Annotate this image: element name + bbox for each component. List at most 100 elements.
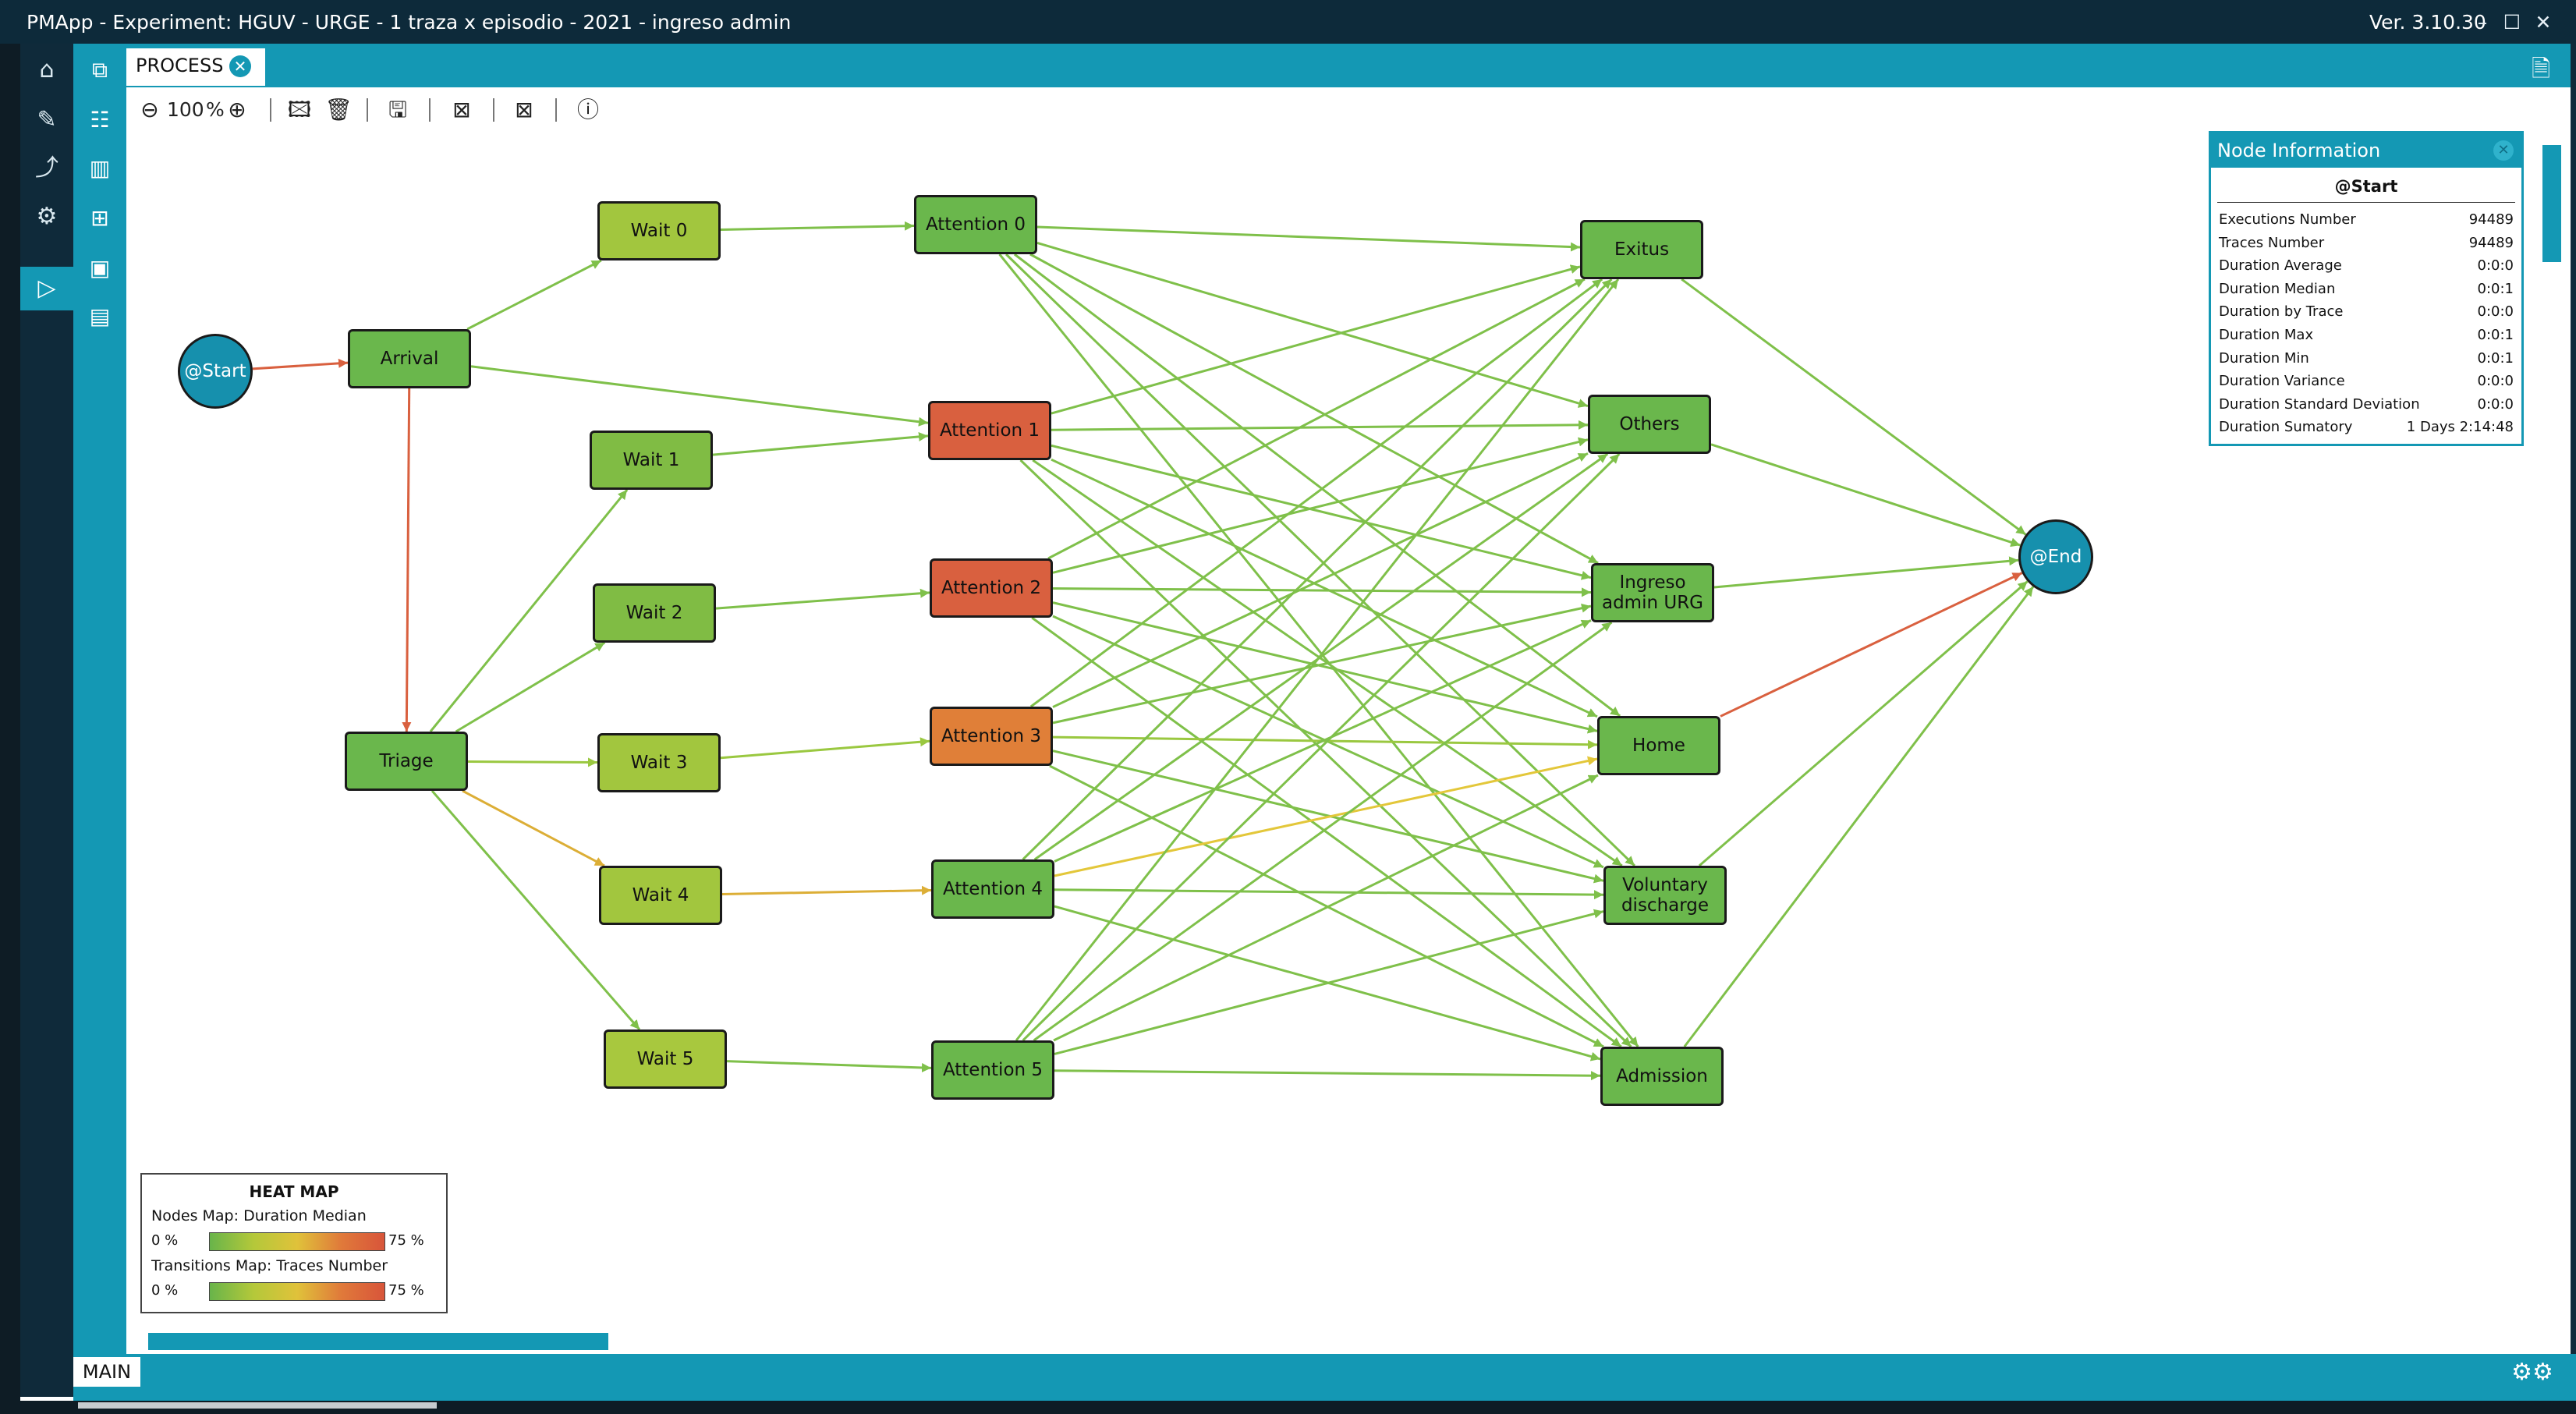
transition-wait3-att3[interactable] [720,737,930,760]
transition-ingreso-end[interactable] [1713,556,2019,589]
transition-att1-admission[interactable] [1019,459,1632,1048]
transition-att2-ingreso[interactable] [1052,587,1592,597]
transition-att4-home[interactable] [1054,756,1598,877]
tab-process[interactable]: PROCESS ✕ [126,48,265,86]
transition-start-arrival[interactable] [252,358,349,370]
gears-icon[interactable]: ⚙⚙ [2511,1359,2553,1386]
node-att2[interactable]: Attention 2 [930,558,1053,618]
image-export-icon[interactable]: 🖾 [287,97,312,122]
node-admission[interactable]: Admission [1600,1047,1724,1106]
document-settings-icon[interactable]: 🗎 [2531,55,2551,83]
transition-att3-ingreso[interactable] [1052,603,1592,725]
vertical-scrollbar[interactable] [2539,129,2564,1331]
transition-triage-wait1[interactable] [429,489,629,732]
node-others[interactable]: Others [1588,395,1711,454]
transition-home-end[interactable] [1720,572,2023,718]
node-att0[interactable]: Attention 0 [914,195,1037,254]
transition-others-end[interactable] [1710,443,2021,548]
zoom-value[interactable]: 100 [167,98,204,121]
zoom-in-icon[interactable]: ⊕ [228,97,246,122]
delete-icon[interactable]: 🗑 [324,97,353,122]
transition-att0-home[interactable] [1013,253,1621,718]
transition-wait4-att4[interactable] [721,885,932,896]
transition-att1-others[interactable] [1051,420,1589,431]
transition-att0-ingreso[interactable] [1029,253,1599,565]
transition-att5-admission[interactable] [1054,1069,1601,1081]
transition-att2-admission[interactable] [1031,616,1622,1048]
node-wait1[interactable]: Wait 1 [590,431,713,490]
node-home[interactable]: Home [1597,716,1720,775]
close-button[interactable]: ✕ [2535,11,2552,34]
node-att4[interactable]: Attention 4 [931,859,1054,919]
node-triage[interactable]: Triage [345,732,468,791]
edit-icon[interactable]: ✎ [37,106,57,133]
transition-wait0-att0[interactable] [720,221,915,231]
transition-att0-others[interactable] [1036,241,1589,408]
transition-triage-wait4[interactable] [462,789,605,867]
home-icon[interactable]: ⌂ [39,56,55,83]
transition-triage-wait3[interactable] [467,757,598,767]
filter-clear-icon[interactable]: ⊠ [452,97,471,122]
node-att1[interactable]: Attention 1 [928,401,1051,460]
node-wait3[interactable]: Wait 3 [597,733,721,792]
briefcase-icon[interactable]: ▣ [89,255,111,281]
sliders-icon[interactable]: ☷ [90,107,110,133]
console-icon[interactable]: ▤ [89,303,111,329]
transition-att5-voluntary[interactable] [1054,909,1604,1055]
transition-att4-ingreso[interactable] [1054,619,1592,863]
node-ingreso[interactable]: Ingreso admin URG [1591,563,1714,622]
layers-icon[interactable]: ⧉ [92,57,108,83]
node-wait0[interactable]: Wait 0 [597,201,721,260]
vertical-scroll-thumb[interactable] [2542,145,2561,262]
transition-arrival-wait0[interactable] [466,259,602,331]
grid-icon[interactable]: ⊞ [90,205,109,231]
transition-triage-wait2[interactable] [455,641,606,733]
transition-triage-wait5[interactable] [431,790,641,1030]
settings-icon[interactable]: ⚙ [36,203,58,230]
transition-att1-home[interactable] [1051,458,1598,718]
info-icon[interactable]: ⓘ [576,97,599,122]
transition-att2-others[interactable] [1052,437,1589,574]
transition-att0-voluntary[interactable] [1005,253,1635,867]
save-icon[interactable]: 🖫 [388,97,407,122]
transition-att2-exitus[interactable] [1047,278,1586,560]
transition-admission-end[interactable] [1683,586,2035,1047]
horizontal-scroll-thumb[interactable] [148,1333,608,1350]
node-att5[interactable]: Attention 5 [931,1040,1054,1100]
transition-arrival-triage[interactable] [402,388,412,732]
transition-exitus-end[interactable] [1681,278,2027,536]
transition-att3-others[interactable] [1052,452,1589,708]
transition-att0-admission[interactable] [998,253,1639,1047]
horizontal-scrollbar[interactable] [129,1331,2539,1352]
node-wait2[interactable]: Wait 2 [593,583,716,643]
transition-voluntary-end[interactable] [1698,580,2029,867]
play-icon[interactable]: ▷ [20,267,73,310]
maximize-button[interactable]: ☐ [2503,11,2521,34]
minimize-button[interactable]: – [2477,11,2488,34]
transition-wait5-att5[interactable] [726,1060,932,1072]
node-exitus[interactable]: Exitus [1580,220,1703,279]
transition-att5-others[interactable] [1022,452,1621,1042]
transition-att5-exitus[interactable] [1015,278,1620,1041]
transition-arrival-att1[interactable] [470,365,929,427]
node-start[interactable]: @Start [178,334,253,409]
transition-wait1-att1[interactable] [712,431,929,456]
node-wait5[interactable]: Wait 5 [604,1029,727,1089]
zoom-out-icon[interactable]: ⊖ [140,97,159,122]
node-wait4[interactable]: Wait 4 [599,866,722,925]
process-flow-icon[interactable]: ⤴ [35,154,58,182]
transition-att1-exitus[interactable] [1051,264,1581,415]
transition-att4-exitus[interactable] [1022,278,1613,861]
transition-att4-voluntary[interactable] [1054,888,1604,900]
excel-export-icon[interactable]: ⊠ [515,97,533,122]
main-tab[interactable]: MAIN [73,1357,140,1387]
node-att3[interactable]: Attention 3 [930,707,1053,766]
transition-wait2-att2[interactable] [715,588,930,610]
transition-att0-exitus[interactable] [1036,225,1581,252]
transition-att1-ingreso[interactable] [1051,444,1592,580]
node-voluntary[interactable]: Voluntary discharge [1603,866,1727,925]
transition-att5-home[interactable] [1053,774,1599,1042]
node-end[interactable]: @End [2018,519,2093,594]
transition-att3-exitus[interactable] [1029,278,1603,708]
transition-att5-ingreso[interactable] [1033,621,1613,1042]
